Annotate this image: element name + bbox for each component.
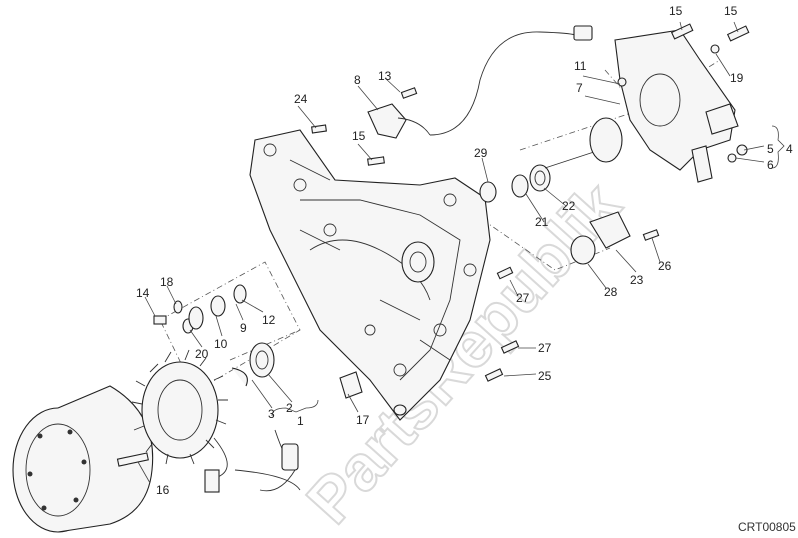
callout-27-upper: 27 <box>516 291 530 305</box>
right-bearings <box>479 117 660 265</box>
callout-11: 11 <box>574 59 587 73</box>
callout-2: 2 <box>286 401 293 415</box>
callout-29: 29 <box>474 146 488 160</box>
diagram-code: CRT00805 <box>738 520 796 534</box>
callout-5: 5 <box>767 142 774 156</box>
callout-6: 6 <box>767 158 774 172</box>
callout-15-pump-bolt-right: 15 <box>724 4 738 18</box>
callout-20: 20 <box>195 347 209 361</box>
callout-4: 4 <box>786 142 793 156</box>
callout-15-sensor-bolt: 15 <box>352 129 366 143</box>
callout-10: 10 <box>214 337 228 351</box>
callout-23: 23 <box>630 273 644 287</box>
callout-3: 3 <box>268 407 275 421</box>
callout-12: 12 <box>262 313 276 327</box>
generator-cover <box>249 129 491 421</box>
sensor-bracket <box>367 25 593 139</box>
stator-wiring <box>204 429 301 493</box>
callout-27-lower: 27 <box>538 341 552 355</box>
callout-16: 16 <box>156 483 170 497</box>
callout-22: 22 <box>562 199 576 213</box>
callout-18: 18 <box>160 275 174 289</box>
rotor-flywheel <box>12 385 154 533</box>
callout-13: 13 <box>378 69 392 83</box>
callout-17: 17 <box>356 413 370 427</box>
callout-21: 21 <box>535 215 549 229</box>
leader-lines <box>137 21 785 484</box>
callout-9: 9 <box>240 321 247 335</box>
callout-8: 8 <box>354 73 361 87</box>
water-pump-housing <box>614 23 750 183</box>
left-small-parts <box>116 284 275 467</box>
callout-1: 1 <box>297 414 304 428</box>
callout-7: 7 <box>576 81 583 95</box>
callout-14: 14 <box>136 286 150 300</box>
callout-25: 25 <box>538 369 552 383</box>
callout-19: 19 <box>730 71 744 85</box>
callout-15-pump-bolt-left: 15 <box>669 4 683 18</box>
callout-26: 26 <box>658 259 672 273</box>
callout-24: 24 <box>294 92 308 106</box>
callout-28: 28 <box>604 285 618 299</box>
callout-labels: 1 2 3 4 5 6 7 8 9 10 11 12 13 14 15 15 1… <box>136 4 793 497</box>
